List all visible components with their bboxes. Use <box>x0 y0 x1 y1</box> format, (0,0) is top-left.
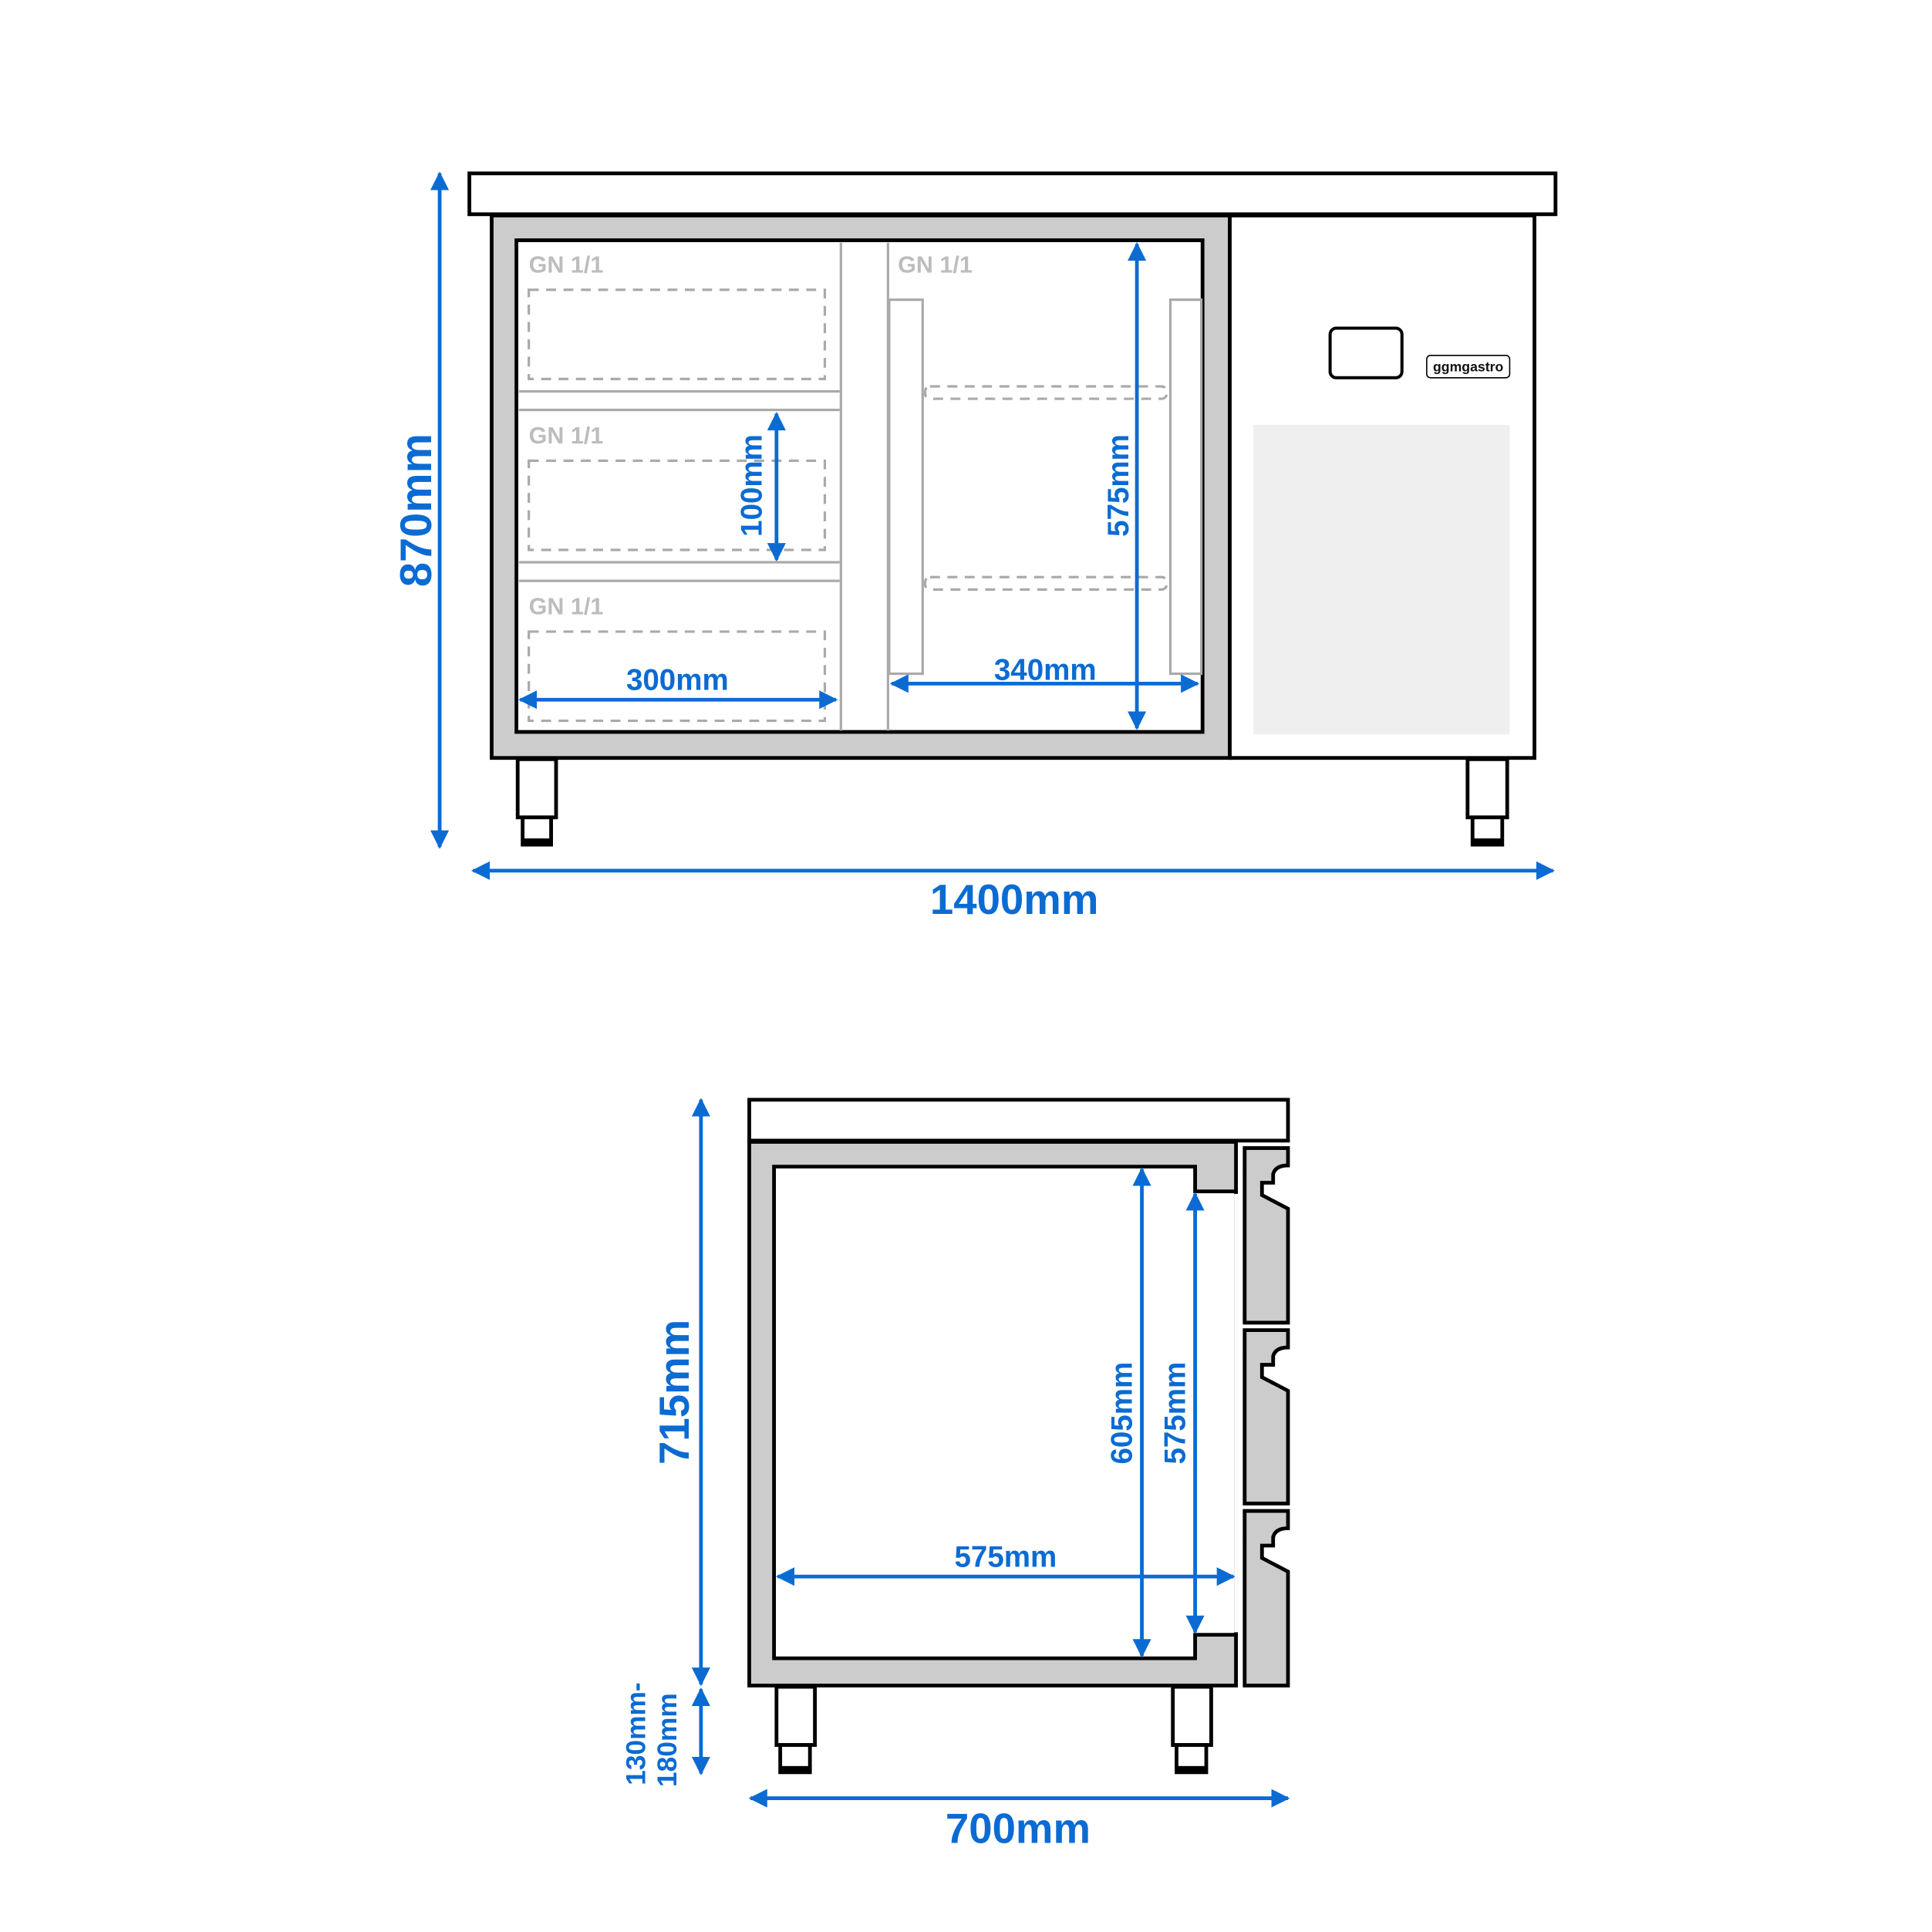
shelf-upper <box>923 385 1168 400</box>
gn-container-1 <box>528 288 827 380</box>
drawer-front-3 <box>1242 1509 1290 1688</box>
interior-height-inner-label: 575mm <box>1159 1362 1192 1465</box>
brand-label: ggmgastro <box>1433 359 1503 375</box>
rail-left <box>888 298 924 676</box>
side-interior <box>772 1165 1238 1661</box>
height-label: 870mm <box>392 433 441 587</box>
side-view: 715mm 130mm- 180mm 700mm 575mm 605mm 575… <box>622 1097 1290 1852</box>
ventilation-panel <box>1253 424 1510 735</box>
gn-label-drawer-3: GN 1/1 <box>529 593 604 619</box>
gn-container-3 <box>528 630 827 723</box>
drawer-height-label: 100mm <box>736 434 769 537</box>
side-leg-right <box>1171 1684 1213 1775</box>
countertop <box>467 171 1558 217</box>
side-countertop <box>747 1097 1290 1143</box>
leg-height-label-line1: 130mm- <box>622 1682 652 1785</box>
gn-label-door: GN 1/1 <box>898 251 973 278</box>
body-height-label: 715mm <box>651 1320 698 1465</box>
leg-right <box>1465 757 1509 847</box>
door-width-label: 340mm <box>994 654 1097 687</box>
gn-label-drawer-2: GN 1/1 <box>529 423 604 449</box>
interior-height-outer-label: 605mm <box>1106 1362 1139 1465</box>
leg-left <box>515 757 558 847</box>
door-height-label: 575mm <box>1102 434 1135 537</box>
leg-height-label-line2: 180mm <box>652 1693 683 1787</box>
side-leg-left <box>774 1684 818 1775</box>
shelf-lower <box>923 575 1168 591</box>
depth-label: 700mm <box>946 1805 1091 1852</box>
control-display <box>1328 326 1404 379</box>
drawer-front-1 <box>1242 1146 1290 1325</box>
cabinet-opening <box>514 238 1205 734</box>
gn-container-2 <box>528 459 827 551</box>
interior-depth-label: 575mm <box>955 1540 1057 1573</box>
front-view: GN 1/1 GN 1/1 GN 1/1 GN 1/1 ggmgastro 87… <box>392 171 1558 923</box>
brand-badge <box>1426 355 1511 379</box>
drawer-width-label: 300mm <box>626 663 729 696</box>
width-label: 1400mm <box>930 876 1098 923</box>
drawer-front-2 <box>1242 1328 1290 1505</box>
gn-label-drawer-1: GN 1/1 <box>529 251 604 278</box>
rail-right <box>1168 298 1203 676</box>
